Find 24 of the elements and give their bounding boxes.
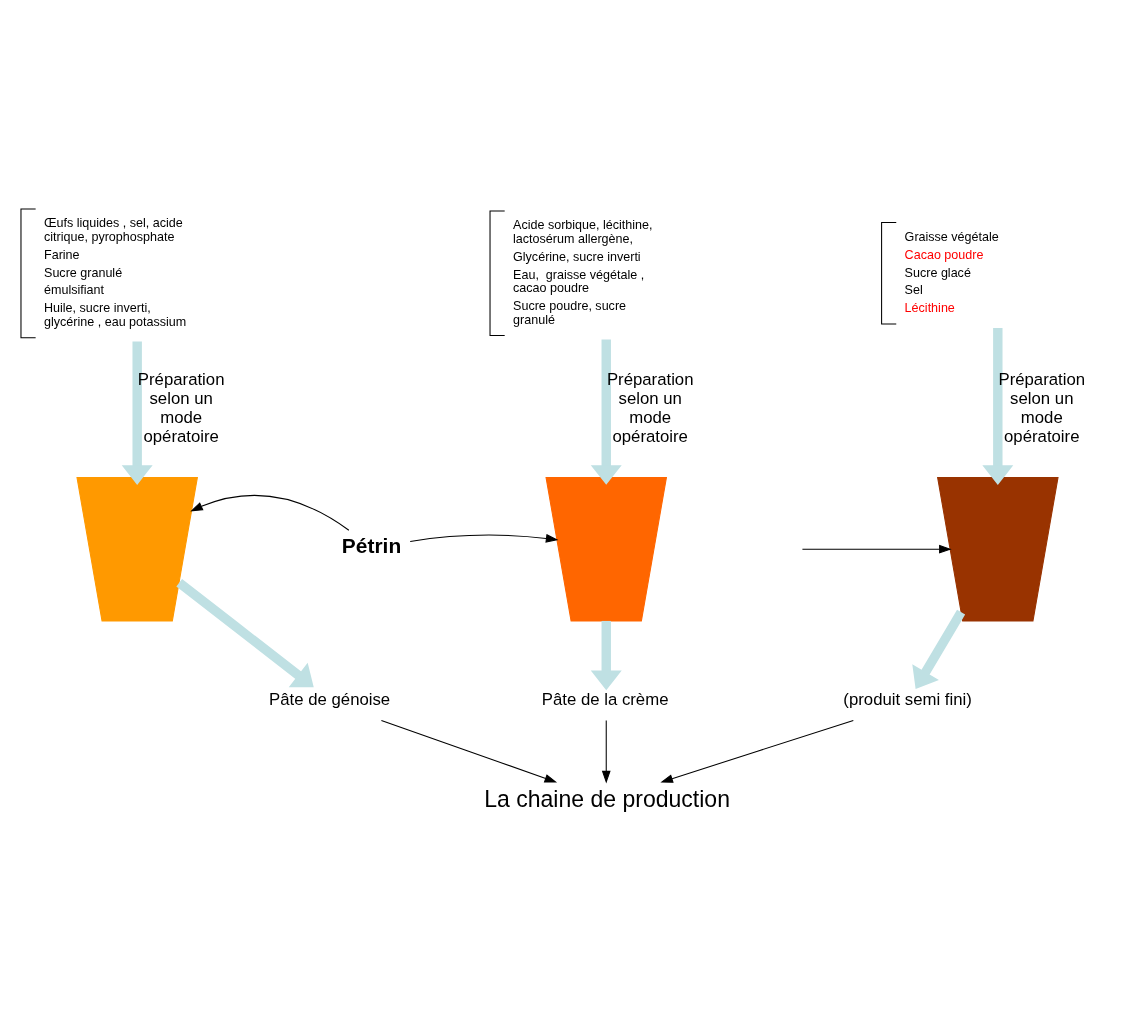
edge-label: Préparation selon un mode opératoire	[606, 369, 694, 446]
node-text: Pâte de la crème	[541, 689, 669, 709]
arrow	[660, 719, 854, 783]
edge-label: Préparation selon un mode opératoire	[137, 369, 225, 446]
arrow	[982, 327, 1014, 485]
node-text: Acide sorbique, lécithine, lactosérum allergène, Glycérine, sucre inverti Eau, graisse végétale , cacao poudre Sucre poudre, sucre granulé	[513, 217, 653, 327]
arrow	[190, 494, 350, 531]
arrow	[380, 719, 558, 783]
arrow	[590, 620, 622, 690]
arrow	[912, 609, 966, 689]
edge-label: Préparation selon un mode opératoire	[998, 369, 1086, 446]
node-text: Graisse végétale Cacao poudre Sucre glacé Sel Lécithine	[904, 229, 999, 315]
arrow	[590, 339, 622, 485]
arrow	[121, 341, 153, 485]
node-text: Pétrin	[341, 533, 402, 557]
node-text: Pâte de génoise	[269, 689, 391, 709]
node-text: Œufs liquides , sel, acide citrique, pyrophosphate Farine Sucre granulé émulsifiant Huile, sucre inverti, glycérine , eau potassium	[44, 215, 187, 329]
node-text: (produit semi fini)	[843, 689, 972, 709]
arrow	[601, 719, 611, 783]
arrow	[176, 578, 314, 687]
arrow	[801, 544, 952, 554]
node-text: La chaine de production	[484, 785, 730, 812]
node-trapezoid	[76, 476, 198, 621]
arrow	[409, 533, 559, 543]
